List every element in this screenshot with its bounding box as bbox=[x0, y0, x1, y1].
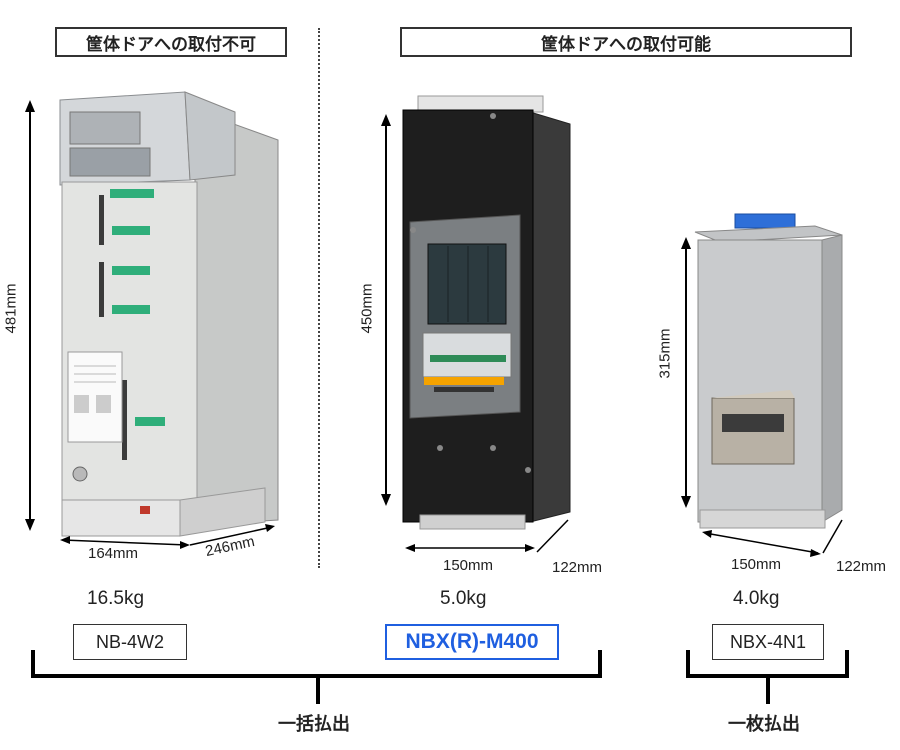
product-nbx-4n1-image bbox=[694, 213, 843, 529]
bracket-bulk bbox=[31, 650, 602, 704]
depth-label-2: 122mm bbox=[552, 559, 603, 576]
dimension-lines-2 bbox=[381, 114, 569, 553]
weight-label-3: 4.0kg bbox=[733, 588, 780, 609]
model-label-nbx-4n1: NBX-4N1 bbox=[712, 624, 824, 660]
bracket-single bbox=[686, 650, 849, 704]
height-label-3: 315mm bbox=[656, 328, 674, 379]
header-right-label: 筐体ドアへの取付可能 bbox=[541, 34, 711, 55]
width-label-3: 150mm bbox=[731, 556, 782, 573]
depth-label-3: 122mm bbox=[836, 558, 887, 575]
group-caption-single: 一枚払出 bbox=[728, 714, 800, 735]
width-label-2: 150mm bbox=[443, 557, 494, 574]
dimension-lines-3 bbox=[681, 237, 843, 557]
height-label-2: 450mm bbox=[358, 283, 376, 334]
section-divider bbox=[318, 28, 320, 568]
header-left-label: 筐体ドアへの取付不可 bbox=[86, 34, 256, 55]
height-label-1: 481mm bbox=[2, 283, 20, 334]
weight-label-2: 5.0kg bbox=[440, 588, 487, 609]
product-nb4w2-image bbox=[59, 91, 279, 537]
model-label-nb4w2: NB-4W2 bbox=[73, 624, 187, 660]
width-label-1: 164mm bbox=[88, 545, 139, 562]
dimension-lines-1 bbox=[25, 100, 275, 549]
header-not-mountable: 筐体ドアへの取付不可 bbox=[55, 27, 287, 57]
group-caption-bulk: 一括払出 bbox=[278, 714, 350, 735]
model-label-nbx-m400: NBX(R)-M400 bbox=[385, 624, 559, 660]
product-nbx-m400-image bbox=[402, 95, 571, 530]
weight-label-1: 16.5kg bbox=[87, 588, 145, 609]
header-mountable: 筐体ドアへの取付可能 bbox=[400, 27, 852, 57]
